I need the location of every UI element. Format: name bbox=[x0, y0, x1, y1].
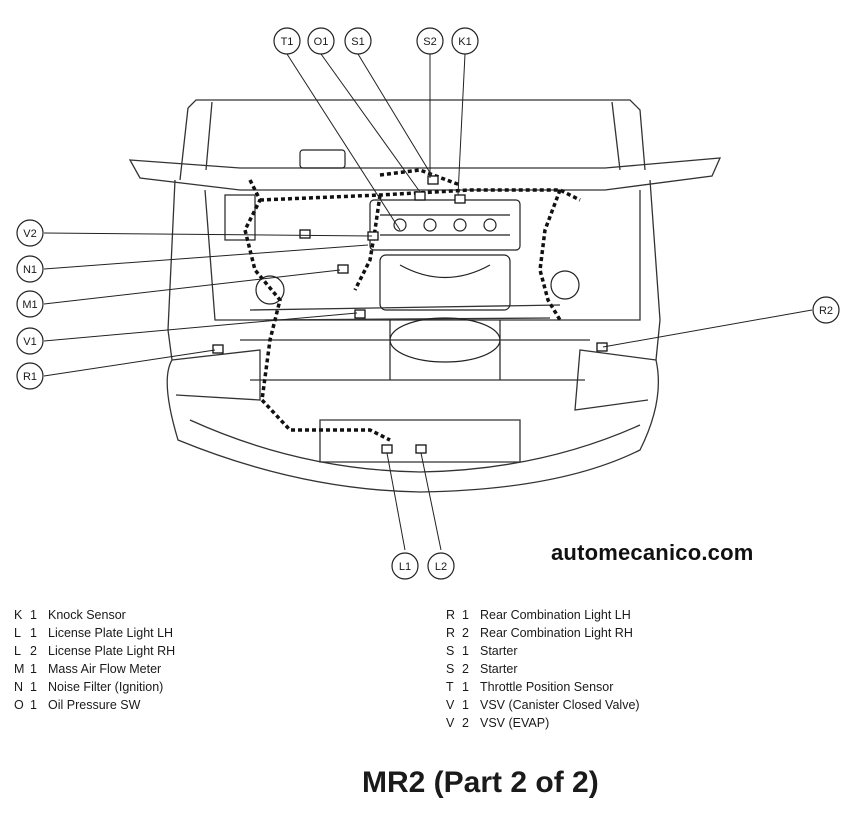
legend-number: 2 bbox=[462, 716, 469, 730]
callout-k1: K1 bbox=[451, 27, 479, 55]
legend-code: R bbox=[446, 626, 456, 640]
legend-label: Noise Filter (Ignition) bbox=[48, 680, 164, 694]
legend-label: License Plate Light LH bbox=[48, 626, 174, 640]
page-title: MR2 (Part 2 of 2) bbox=[362, 766, 599, 799]
legend-label: Rear Combination Light RH bbox=[480, 626, 633, 640]
legend-code: V bbox=[446, 698, 455, 712]
legend-label: VSV (EVAP) bbox=[480, 716, 550, 730]
svg-text:R2: R2 bbox=[819, 305, 833, 317]
legend-number: 1 bbox=[30, 626, 37, 640]
legend-number: 1 bbox=[462, 680, 469, 694]
svg-text:V2: V2 bbox=[23, 228, 36, 240]
connectors bbox=[212, 175, 608, 454]
callout-r1: R1 bbox=[16, 362, 44, 390]
legend-number: 2 bbox=[30, 644, 37, 658]
legend-code: S bbox=[446, 644, 455, 658]
site-watermark: automecanico.com bbox=[551, 540, 754, 565]
legend-label: Knock Sensor bbox=[48, 608, 126, 622]
legend-number: 1 bbox=[30, 698, 37, 712]
legend-code: L bbox=[14, 644, 21, 658]
legend-label: Rear Combination Light LH bbox=[480, 608, 631, 622]
callout-l1: L1 bbox=[391, 552, 419, 580]
callout-v1: V1 bbox=[16, 327, 44, 355]
legend-number: 2 bbox=[462, 662, 469, 676]
svg-text:M1: M1 bbox=[22, 299, 37, 311]
legend-code: M bbox=[14, 662, 25, 676]
legend-code: O bbox=[14, 698, 24, 712]
engine-bay-diagram: T1 O1 S1 S2 K1 V2 N1 M1 V1 R1 R2 L1 bbox=[16, 27, 840, 580]
legend-label: License Plate Light RH bbox=[48, 644, 176, 658]
legend-label: Oil Pressure SW bbox=[48, 698, 141, 712]
legend-number: 1 bbox=[30, 608, 37, 622]
legend-label: Mass Air Flow Meter bbox=[48, 662, 162, 676]
svg-text:O1: O1 bbox=[314, 36, 329, 48]
svg-text:K1: K1 bbox=[458, 36, 471, 48]
svg-text:S2: S2 bbox=[423, 36, 436, 48]
callout-n1: N1 bbox=[16, 255, 44, 283]
legend-label: Starter bbox=[480, 662, 518, 676]
car-body-outline bbox=[128, 99, 722, 493]
callout-r2: R2 bbox=[812, 296, 840, 324]
legend-code: T bbox=[446, 680, 454, 694]
legend-number: 2 bbox=[462, 626, 469, 640]
engine-block bbox=[224, 149, 580, 380]
legend-code: S bbox=[446, 662, 455, 676]
callout-v2: V2 bbox=[16, 219, 44, 247]
legend-code: N bbox=[14, 680, 24, 694]
legend-label: VSV (Canister Closed Valve) bbox=[480, 698, 640, 712]
legend-code: L bbox=[14, 626, 21, 640]
legend-label: Starter bbox=[480, 644, 518, 658]
callout-o1: O1 bbox=[307, 27, 335, 55]
callout-t1: T1 bbox=[273, 27, 301, 55]
legend-number: 1 bbox=[462, 698, 469, 712]
svg-text:R1: R1 bbox=[23, 371, 37, 383]
legend-number: 1 bbox=[462, 644, 469, 658]
callout-m1: M1 bbox=[16, 290, 44, 318]
leader-lines bbox=[43, 53, 813, 551]
callout-s1: S1 bbox=[344, 27, 372, 55]
svg-text:S1: S1 bbox=[351, 36, 364, 48]
svg-text:L1: L1 bbox=[399, 561, 411, 573]
legend-number: 1 bbox=[30, 662, 37, 676]
legend-number: 1 bbox=[462, 608, 469, 622]
callout-s2: S2 bbox=[416, 27, 444, 55]
svg-text:T1: T1 bbox=[281, 36, 294, 48]
legend-label: Throttle Position Sensor bbox=[480, 680, 614, 694]
svg-text:V1: V1 bbox=[23, 336, 36, 348]
svg-text:L2: L2 bbox=[435, 561, 447, 573]
legend-code: K bbox=[14, 608, 23, 622]
legend-number: 1 bbox=[30, 680, 37, 694]
legend-code: R bbox=[446, 608, 456, 622]
svg-text:N1: N1 bbox=[23, 264, 37, 276]
callout-l2: L2 bbox=[427, 552, 455, 580]
legend-code: V bbox=[446, 716, 455, 730]
